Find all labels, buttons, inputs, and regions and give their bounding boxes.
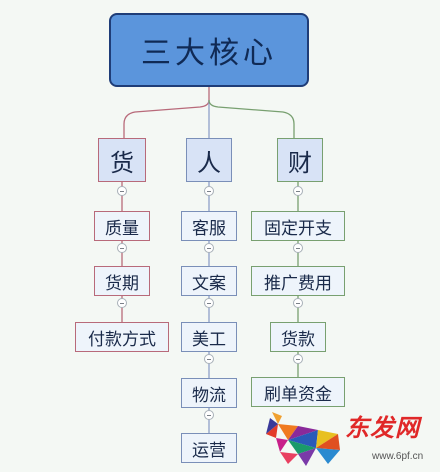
collapse-toggle-icon[interactable]	[117, 298, 127, 308]
leaf-node-copywriting[interactable]: 文案	[181, 266, 237, 296]
watermark-brand-text: 东发网	[345, 413, 420, 442]
connector-root-goods	[123, 87, 210, 138]
leaf-node-goods-payment[interactable]: 货款	[270, 322, 326, 352]
leaf-node-fixed-costs[interactable]: 固定开支	[251, 211, 345, 241]
connector-root-money	[208, 99, 295, 138]
leaf-node-logistics[interactable]: 物流	[181, 378, 237, 408]
branch-node-people[interactable]: 人	[186, 138, 232, 182]
leaf-node-service[interactable]: 客服	[181, 211, 237, 241]
leaf-node-design[interactable]: 美工	[181, 322, 237, 352]
collapse-toggle-icon[interactable]	[117, 243, 127, 253]
collapse-toggle-icon[interactable]	[204, 186, 214, 196]
leaf-node-order-funds[interactable]: 刷单资金	[251, 377, 345, 407]
root-node[interactable]: 三大核心	[109, 13, 309, 87]
collapse-toggle-icon[interactable]	[293, 298, 303, 308]
leaf-node-operations[interactable]: 运营	[181, 433, 237, 463]
branch-node-money[interactable]: 财	[277, 138, 323, 182]
watermark-url: www.6pf.cn	[372, 451, 424, 462]
collapse-toggle-icon[interactable]	[204, 354, 214, 364]
collapse-toggle-icon[interactable]	[293, 243, 303, 253]
bull-logo-icon	[266, 412, 340, 466]
branch-node-goods[interactable]: 货	[98, 138, 146, 182]
leaf-node-quality[interactable]: 质量	[94, 211, 150, 241]
collapse-toggle-icon[interactable]	[293, 186, 303, 196]
leaf-node-delivery[interactable]: 货期	[94, 266, 150, 296]
leaf-node-promotion[interactable]: 推广费用	[251, 266, 345, 296]
collapse-toggle-icon[interactable]	[117, 186, 127, 196]
collapse-toggle-icon[interactable]	[204, 298, 214, 308]
collapse-toggle-icon[interactable]	[204, 410, 214, 420]
collapse-toggle-icon[interactable]	[204, 243, 214, 253]
leaf-node-payment[interactable]: 付款方式	[75, 322, 169, 352]
collapse-toggle-icon[interactable]	[293, 354, 303, 364]
